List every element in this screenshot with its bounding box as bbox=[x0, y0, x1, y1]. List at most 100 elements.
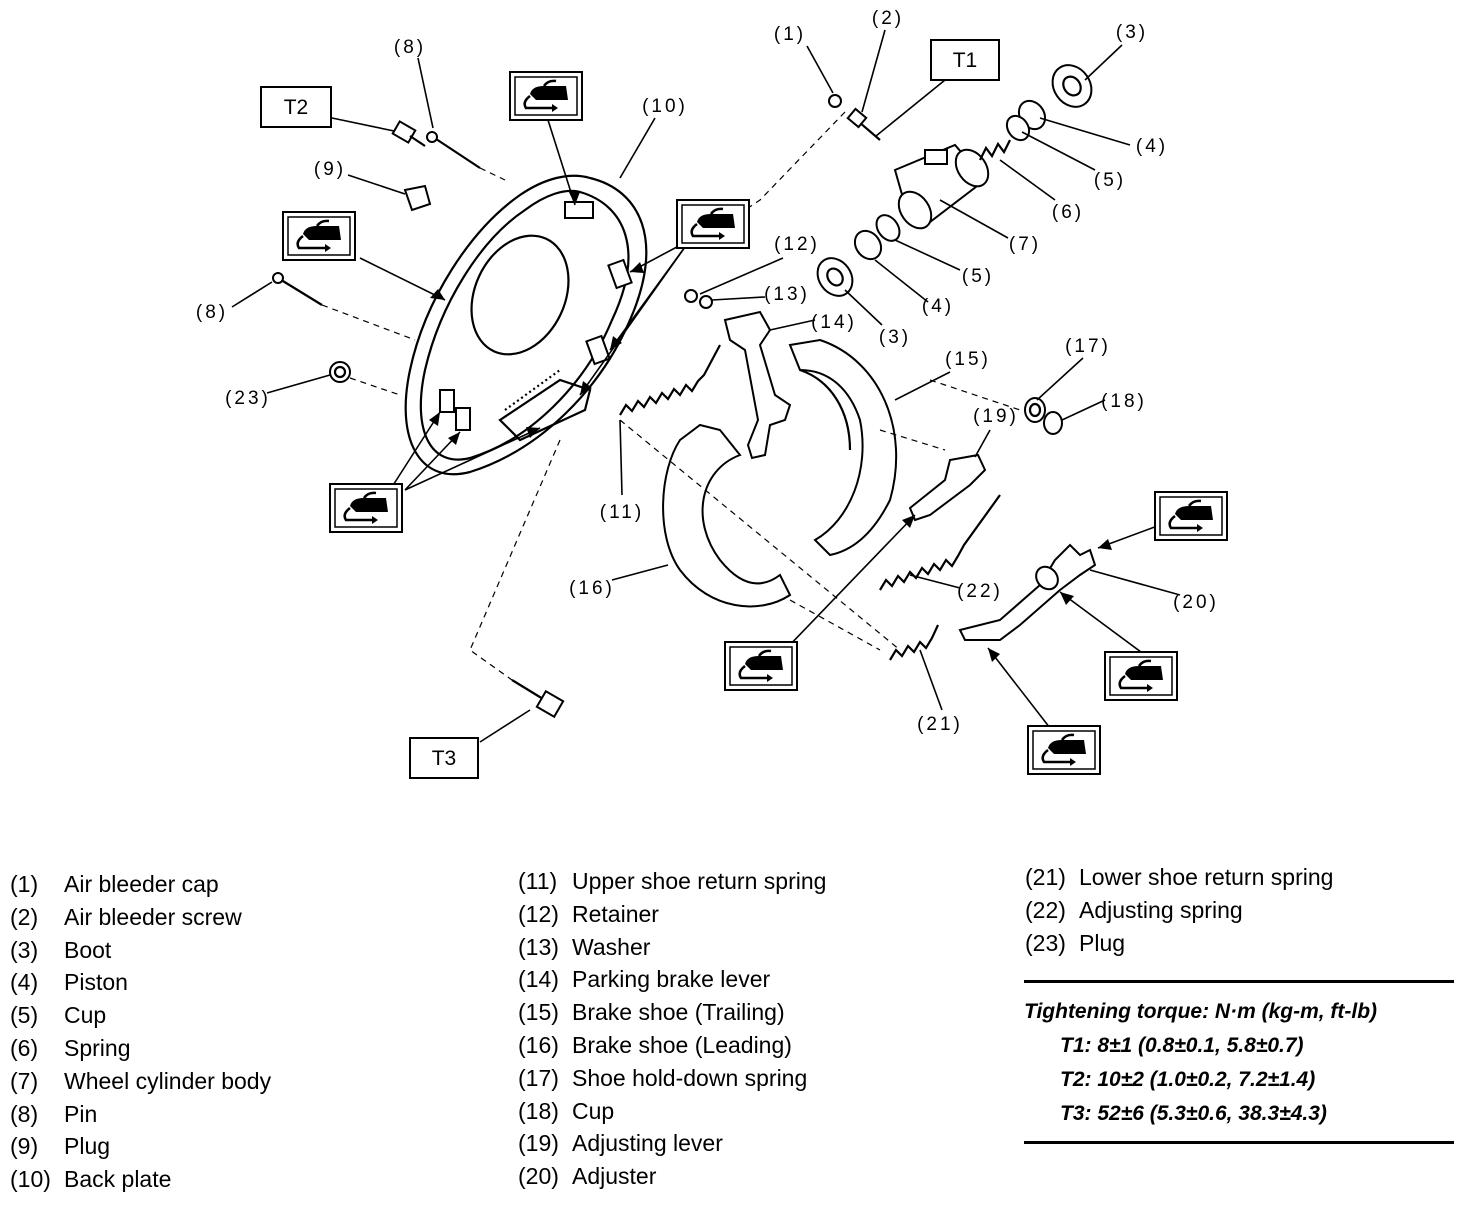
callout-14: (14) bbox=[811, 312, 857, 333]
torque-t1: T1: 8±1 (0.8±0.1, 5.8±0.7) bbox=[1060, 1034, 1304, 1057]
legend-item-number: (14) bbox=[518, 966, 559, 993]
legend-item-label: Boot bbox=[64, 936, 112, 963]
callout-8: (8) bbox=[394, 37, 426, 58]
air-bleeder-screw bbox=[846, 107, 881, 141]
legend-item-number: (11) bbox=[518, 868, 558, 894]
legend-item-label: Adjusting spring bbox=[1079, 896, 1243, 923]
torque-heading: Tightening torque: N·m (kg-m, ft-lb) bbox=[1024, 1000, 1378, 1023]
legend-item-number: (17) bbox=[518, 1064, 559, 1091]
boot-lower bbox=[816, 257, 854, 297]
callout-6: (6) bbox=[1052, 202, 1084, 223]
svg-text:T3: T3 bbox=[432, 747, 457, 770]
torque-t3: T3: 52±6 (5.3±0.6, 38.3±4.3) bbox=[1060, 1102, 1327, 1125]
lower-shoe-return-spring bbox=[889, 624, 939, 661]
legend-item: (13) Washer bbox=[518, 931, 826, 964]
air-bleeder-cap bbox=[828, 94, 842, 108]
washer bbox=[699, 295, 713, 309]
legend-item-number: (21) bbox=[1025, 864, 1066, 890]
legend-item: (1)Air bleeder cap bbox=[10, 868, 271, 901]
callout-labels: (1) (2) (3) (4) (5) (6) (7) (5) (4) (3) … bbox=[196, 8, 1219, 735]
torque-t2: T2: 10±2 (1.0±0.2, 7.2±1.4) bbox=[1060, 1068, 1316, 1091]
grease-applicator-icon bbox=[675, 198, 751, 250]
callout-19: (19) bbox=[973, 406, 1019, 427]
legend-item-number: (2) bbox=[10, 903, 39, 930]
legend-item-label: Cup bbox=[572, 1097, 615, 1124]
legend-item-number: (4) bbox=[10, 969, 39, 996]
legend-item-label: Parking brake lever bbox=[572, 966, 771, 993]
callout-3: (3) bbox=[1116, 22, 1148, 43]
legend-item: (9) Plug bbox=[10, 1130, 271, 1163]
torque-box-t1: T1 bbox=[930, 39, 1000, 81]
legend-item-number: (13) bbox=[518, 933, 559, 960]
legend-item: (22) Adjusting spring bbox=[1025, 894, 1333, 927]
grease-applicator-icon bbox=[723, 640, 799, 692]
callout-17: (17) bbox=[1065, 336, 1111, 357]
legend-item: (4) Piston bbox=[10, 966, 271, 999]
brake-assembly-diagram: T1 T2 T3 (1) (2) (3) (4) (5) (6) (7) (5)… bbox=[196, 8, 1229, 779]
legend-item-label: Plug bbox=[64, 1133, 111, 1160]
adjusting-spring bbox=[879, 494, 1001, 591]
legend-item: (7)Wheel cylinder body bbox=[10, 1065, 271, 1098]
legend-item-label: Air bleeder screw bbox=[64, 903, 242, 930]
legend-item-label: Retainer bbox=[572, 900, 659, 927]
svg-text:T1: T1 bbox=[953, 49, 978, 72]
legend-item-label: Piston bbox=[64, 969, 128, 996]
legend-item: (15) Brake shoe (Trailing) bbox=[518, 996, 826, 1029]
legend-item-label: Lower shoe return spring bbox=[1079, 864, 1334, 890]
legend-item-number: (7) bbox=[10, 1067, 39, 1094]
svg-text:T2: T2 bbox=[284, 96, 309, 119]
torque-box-t3: T3 bbox=[409, 737, 479, 779]
callout-9: (9) bbox=[314, 159, 346, 180]
legend-item-number: (3) bbox=[10, 936, 39, 963]
spring-6 bbox=[979, 139, 1011, 161]
boot-upper bbox=[1051, 64, 1093, 108]
adjusting-lever bbox=[908, 453, 987, 522]
legend-item-number: (18) bbox=[518, 1097, 559, 1124]
legend-item: (3) Boot bbox=[10, 934, 271, 967]
legend-item: (19)Adjusting lever bbox=[518, 1127, 826, 1160]
callout-11: (11) bbox=[600, 502, 644, 523]
legend-item: (16)Brake shoe (Leading) bbox=[518, 1029, 826, 1062]
callout-12: (12) bbox=[774, 234, 820, 255]
callout-20: (20) bbox=[1173, 592, 1219, 613]
brake-shoe-leading bbox=[662, 423, 792, 608]
retainer bbox=[684, 289, 698, 303]
callout-23: (23) bbox=[225, 388, 271, 409]
piston-lower bbox=[853, 229, 883, 261]
callout-1: (1) bbox=[774, 24, 806, 45]
tightening-torque-spec: Tightening torque: N·m (kg-m, ft-lb) T1:… bbox=[1024, 980, 1454, 1144]
legend-item-label: Cup bbox=[64, 1002, 107, 1029]
legend-item-label: Spring bbox=[64, 1034, 131, 1061]
callout-5: (5) bbox=[962, 266, 994, 287]
legend-item-number: (20) bbox=[518, 1163, 559, 1190]
legend-item: (18) Cup bbox=[518, 1095, 826, 1128]
legend-item-label: Shoe hold-down spring bbox=[572, 1064, 808, 1091]
legend-item: (8) Pin bbox=[10, 1098, 271, 1131]
callout-18: (18) bbox=[1101, 391, 1147, 412]
back-plate bbox=[404, 174, 648, 476]
legend-item-number: (9) bbox=[10, 1133, 39, 1160]
grease-applicator-icon bbox=[508, 70, 584, 122]
legend-item-number: (22) bbox=[1025, 896, 1066, 923]
plug-23 bbox=[329, 361, 351, 383]
wheel-cylinder-body bbox=[893, 143, 990, 230]
callout-5: (5) bbox=[1094, 170, 1126, 191]
legend-item-label: Adjuster bbox=[572, 1163, 657, 1190]
legend-item-label: Brake shoe (Trailing) bbox=[572, 999, 785, 1026]
legend-item-label: Adjusting lever bbox=[572, 1130, 723, 1157]
legend-item-label: Pin bbox=[64, 1100, 98, 1127]
legend-item-number: (1) bbox=[10, 871, 39, 897]
bolt-t2 bbox=[391, 120, 426, 147]
upper-shoe-return-spring bbox=[619, 344, 721, 416]
callout-4: (4) bbox=[922, 296, 954, 317]
callout-15: (15) bbox=[945, 349, 991, 370]
legend-item-label: Washer bbox=[572, 933, 651, 960]
legend-item-number: (8) bbox=[10, 1100, 39, 1127]
legend-item: (20) Adjuster bbox=[518, 1160, 826, 1193]
legend-item-number: (6) bbox=[10, 1034, 39, 1061]
legend-item-number: (16) bbox=[518, 1031, 559, 1058]
grease-applicator-icon bbox=[1026, 724, 1102, 776]
adjuster bbox=[958, 543, 1097, 641]
legend-item-number: (15) bbox=[518, 999, 559, 1026]
legend-item: (21) Lower shoe return spring bbox=[1025, 861, 1333, 894]
